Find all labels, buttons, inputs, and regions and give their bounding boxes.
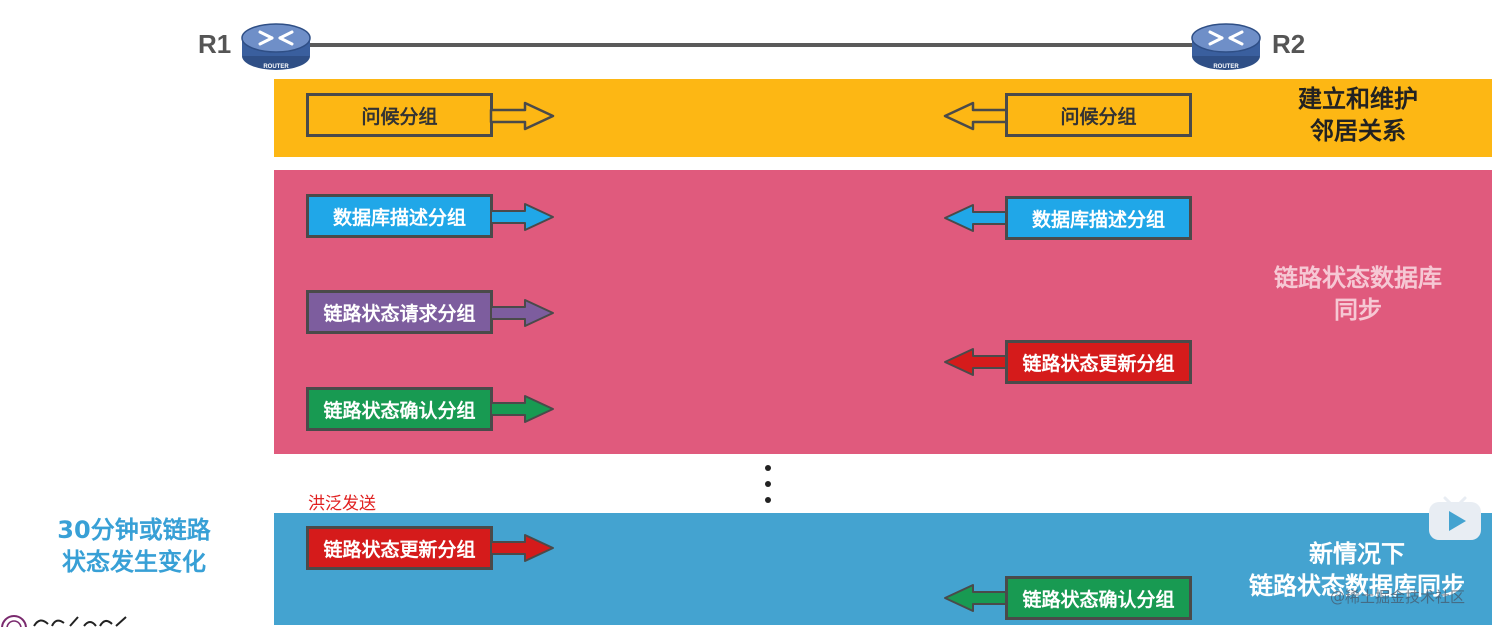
db-description-packet-right: 数据库描述分组 <box>1005 196 1192 240</box>
db-description-packet-left: 数据库描述分组 <box>306 194 493 238</box>
ellipsis-dot <box>765 497 771 503</box>
sync-caption-line1: 链路状态数据库 <box>1274 264 1442 292</box>
hello-caption-line1: 建立和维护 <box>1298 85 1418 113</box>
ls-ack-packet-right: 链路状态确认分组 <box>1005 576 1192 620</box>
arrow-left-icon <box>944 204 1008 232</box>
ls-update-packet-left-label: 链路状态更新分组 <box>323 538 476 561</box>
hello-packet-right-label: 问候分组 <box>1060 105 1137 128</box>
flood-note: 洪泛发送 <box>308 494 376 514</box>
trigger-caption: 30分钟或链路 状态发生变化 <box>34 514 234 579</box>
arrow-left-icon <box>944 584 1008 612</box>
watermark: @稀土掘金技术社区 <box>1330 588 1466 606</box>
link-line <box>300 43 1205 47</box>
hello-packet-left: 问候分组 <box>306 93 493 137</box>
router-r2-icon: ROUTER <box>1190 20 1262 72</box>
db-description-packet-left-label: 数据库描述分组 <box>332 206 466 229</box>
hello-packet-left-label: 问候分组 <box>361 105 438 128</box>
db-description-packet-right-label: 数据库描述分组 <box>1031 208 1165 231</box>
ls-update-packet-right-label: 链路状态更新分组 <box>1022 352 1175 375</box>
arrow-left-icon <box>944 348 1008 376</box>
hello-band-caption: 建立和维护 邻居关系 <box>1268 83 1448 148</box>
ls-update-packet-right: 链路状态更新分组 <box>1005 340 1192 384</box>
hello-packet-right: 问候分组 <box>1005 93 1192 137</box>
arrow-right-icon <box>490 534 554 562</box>
ls-request-packet-label: 链路状态请求分组 <box>323 302 476 325</box>
router-r2-icon-text: ROUTER <box>1213 64 1239 70</box>
play-button[interactable] <box>1427 494 1483 544</box>
hello-caption-line2: 邻居关系 <box>1310 117 1406 146</box>
trigger-line2: 状态发生变化 <box>62 548 206 577</box>
ls-ack-packet-right-label: 链路状态确认分组 <box>1022 588 1175 611</box>
router-r1-label: R1 <box>198 29 232 59</box>
arrow-left-icon <box>943 101 1009 131</box>
ls-update-packet-left: 链路状态更新分组 <box>306 526 493 570</box>
ls-ack-packet-left-label: 链路状态确认分组 <box>323 399 476 422</box>
university-logo <box>0 612 140 631</box>
arrow-right-icon <box>490 203 554 231</box>
ls-ack-packet-left: 链路状态确认分组 <box>306 387 493 431</box>
sync-band-caption: 链路状态数据库 同步 <box>1250 262 1466 327</box>
arrow-right-icon <box>490 299 554 327</box>
ls-request-packet: 链路状态请求分组 <box>306 290 493 334</box>
ellipsis-dot <box>765 481 771 487</box>
update-band-caption: 新情况下 链路状态数据库同步 <box>1222 538 1492 603</box>
sync-caption-line2: 同步 <box>1334 296 1382 325</box>
ellipsis-dot <box>765 465 771 471</box>
router-r1-icon: ROUTER <box>240 20 312 72</box>
update-caption-line1: 新情况下 <box>1309 540 1405 568</box>
router-r2-label: R2 <box>1272 29 1306 59</box>
router-r1-icon-text: ROUTER <box>263 64 289 70</box>
update-caption-line2: 链路状态数据库同步 <box>1249 572 1465 601</box>
trigger-line1: 30分钟或链路 <box>57 516 211 544</box>
arrow-right-icon <box>489 101 555 131</box>
arrow-right-icon <box>490 395 554 423</box>
